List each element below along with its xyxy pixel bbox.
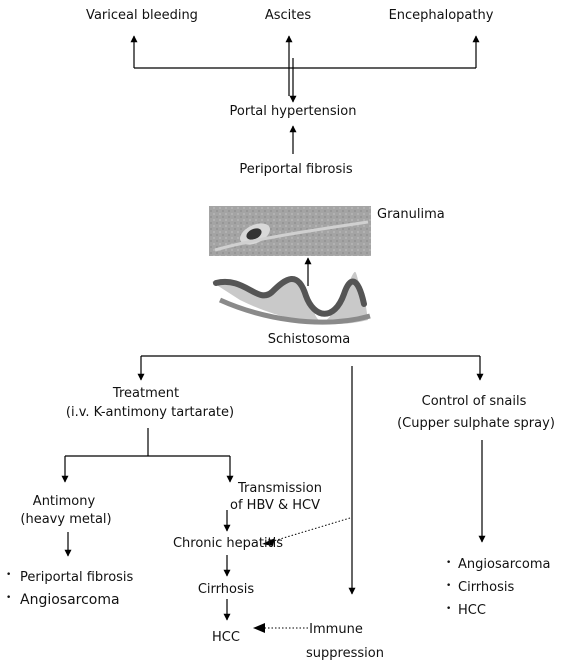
control-effect-item: HCC <box>458 603 486 618</box>
portal-hypertension-label: Portal hypertension <box>229 104 357 119</box>
dotted-connectors <box>253 517 351 633</box>
heavy-metal-label: (heavy metal) <box>20 512 112 527</box>
treatment-label: Treatment <box>112 386 180 401</box>
antimony-label: Antimony <box>32 494 96 509</box>
control-effect-item: Angiosarcoma <box>458 557 551 572</box>
connectors <box>61 35 486 621</box>
control-effect-item: Cirrhosis <box>458 580 515 595</box>
bullet-marker: • <box>446 581 452 591</box>
granuloma-image <box>209 206 371 256</box>
bullet-marker: • <box>446 604 452 614</box>
granuloma-label: Granulima <box>377 207 445 222</box>
treatment-detail-label: (i.v. K-antimony tartarate) <box>65 405 235 420</box>
chronic-hepatitis-label: Chronic hepatitis <box>172 536 284 551</box>
antimony-effect-item: Angiosarcoma <box>20 592 120 608</box>
transmission-label: Transmission <box>238 481 322 496</box>
antimony-effect-item: Periportal fibrosis <box>20 570 134 585</box>
cirrhosis-label: Cirrhosis <box>197 582 255 597</box>
hcc-label: HCC <box>212 630 240 645</box>
schistosoma-image <box>212 271 371 325</box>
bullet-marker: • <box>446 558 452 568</box>
bullet-marker: • <box>6 593 12 603</box>
immune-label: Immune <box>309 622 363 637</box>
bullet-marker: • <box>6 570 12 580</box>
schistosoma-label: Schistosoma <box>267 332 351 347</box>
copper-sulphate-label: (Cupper sulphate spray) <box>397 416 555 431</box>
encephalopathy-label: Encephalopathy <box>388 8 494 23</box>
periportal-fibrosis-label: Periportal fibrosis <box>239 162 353 177</box>
hbv-hcv-label: of HBV & HCV <box>230 498 320 513</box>
variceal-bleeding-label: Variceal bleeding <box>86 8 198 23</box>
control-of-snails-label: Control of snails <box>421 394 527 409</box>
suppression-label: suppression <box>306 646 384 661</box>
ascites-label: Ascites <box>264 8 312 23</box>
